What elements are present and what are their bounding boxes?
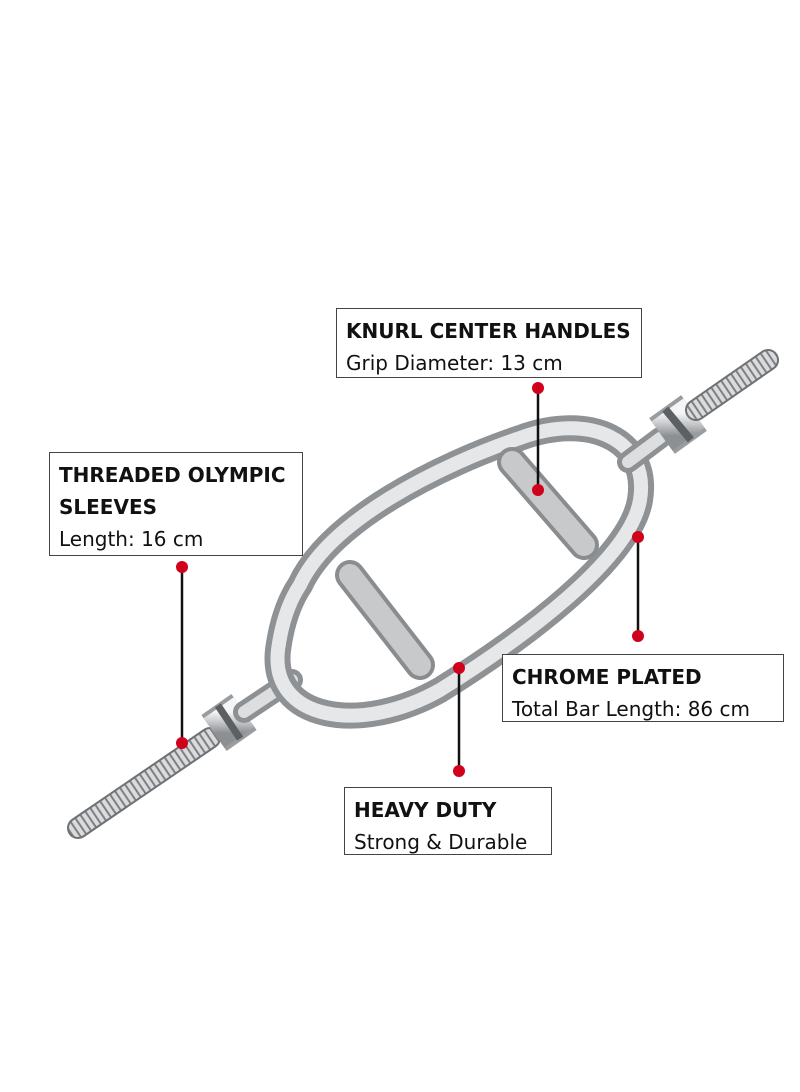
marker-knurl-bottom <box>532 484 544 496</box>
marker-chrome-bottom <box>632 630 644 642</box>
callout-heavy-duty: HEAVY DUTY Strong & Durable <box>344 787 552 855</box>
markers <box>176 382 644 777</box>
left-threaded-sleeve <box>67 727 221 839</box>
right-knurl-handle <box>497 447 599 560</box>
callout-title: HEAVY DUTY <box>354 798 497 822</box>
callout-knurl-center-handles: KNURL CENTER HANDLES Grip Diameter: 13 c… <box>336 308 642 378</box>
oval-frame <box>264 415 655 729</box>
marker-chrome-top <box>632 531 644 543</box>
marker-knurl-top <box>532 382 544 394</box>
leader-lines <box>180 388 640 771</box>
marker-threaded-bottom <box>176 737 188 749</box>
right-threaded-sleeve <box>685 349 779 421</box>
marker-heavy-top <box>453 662 465 674</box>
marker-threaded-top <box>176 561 188 573</box>
callout-title: KNURL CENTER HANDLES <box>346 319 631 343</box>
left-knurl-handle <box>335 560 435 680</box>
callout-title-line-2: SLEEVES <box>59 495 158 519</box>
callout-title-line-1: THREADED OLYMPIC <box>59 463 286 487</box>
callout-detail: Length: 16 cm <box>59 527 204 551</box>
callout-detail: Total Bar Length: 86 cm <box>512 697 750 721</box>
callout-detail: Strong & Durable <box>354 830 528 854</box>
callout-detail: Grip Diameter: 13 cm <box>346 351 563 375</box>
callout-chrome-plated: CHROME PLATED Total Bar Length: 86 cm <box>502 654 784 722</box>
callout-title: CHROME PLATED <box>512 665 702 689</box>
callout-threaded-sleeves: THREADED OLYMPIC SLEEVES Length: 16 cm <box>49 452 303 556</box>
marker-heavy-bottom <box>453 765 465 777</box>
